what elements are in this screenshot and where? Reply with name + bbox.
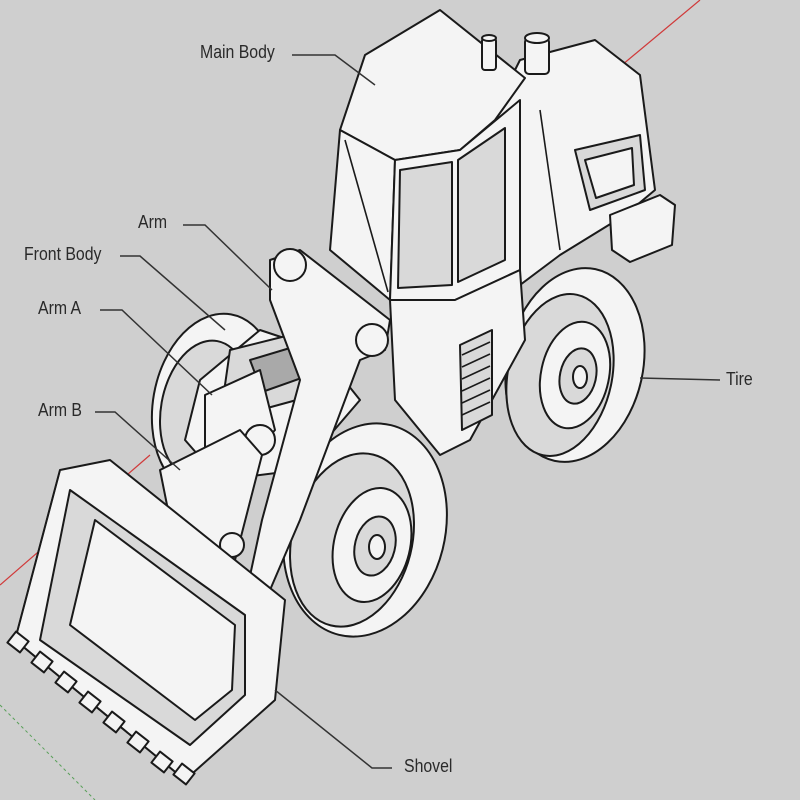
shovel-teeth <box>6 630 196 786</box>
rear-tire <box>504 267 646 463</box>
lift-arm <box>247 248 391 591</box>
leader-front-body <box>120 255 226 331</box>
label-main-body: Main Body <box>200 42 275 62</box>
shovel <box>6 459 286 786</box>
label-arm-a: Arm A <box>38 298 82 318</box>
leader-main-body <box>292 54 376 86</box>
front-right-tire <box>282 422 448 638</box>
leader-arm-b <box>95 411 181 471</box>
label-arm: Arm <box>138 212 168 232</box>
leader-arm <box>183 224 273 291</box>
leader-tire <box>639 377 721 381</box>
leader-shovel <box>274 689 392 769</box>
label-front-body: Front Body <box>24 244 102 264</box>
label-tire: Tire <box>726 369 753 389</box>
label-arm-b: Arm B <box>38 400 83 420</box>
label-shovel: Shovel <box>404 756 453 776</box>
leader-arm-a <box>100 309 213 396</box>
main-body <box>329 9 676 456</box>
green-axis-line <box>0 704 96 800</box>
